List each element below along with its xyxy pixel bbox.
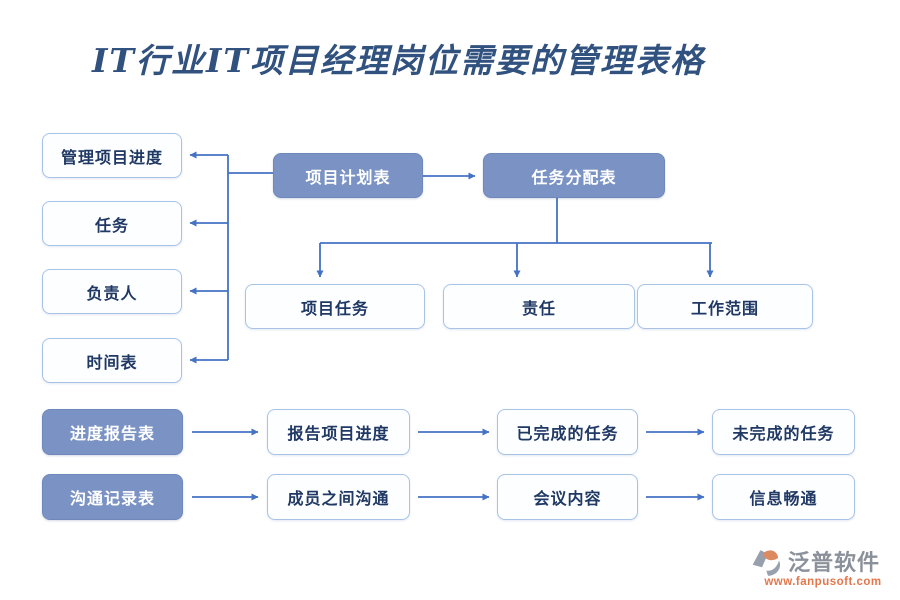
node-completed-tasks: 已完成的任务 bbox=[497, 409, 638, 455]
node-owner: 负责人 bbox=[42, 269, 182, 314]
node-comm-record-table: 沟通记录表 bbox=[42, 474, 183, 520]
brand-watermark: 泛普软件 www.fanpusoft.com bbox=[748, 546, 898, 596]
fanpu-logo-icon bbox=[752, 550, 781, 576]
node-manage-progress: 管理项目进度 bbox=[42, 133, 182, 178]
node-project-task: 项目任务 bbox=[245, 284, 425, 329]
node-work-scope: 工作范围 bbox=[637, 284, 813, 329]
node-task: 任务 bbox=[42, 201, 182, 246]
node-meeting-content: 会议内容 bbox=[497, 474, 638, 520]
brand-name: 泛普软件 bbox=[788, 550, 881, 575]
node-progress-report-table: 进度报告表 bbox=[42, 409, 183, 455]
page-title: IT行业IT项目经理岗位需要的管理表格 bbox=[92, 41, 705, 80]
node-schedule: 时间表 bbox=[42, 338, 182, 383]
node-project-plan-table: 项目计划表 bbox=[273, 153, 423, 198]
node-report-progress: 报告项目进度 bbox=[267, 409, 410, 455]
node-member-communication: 成员之间沟通 bbox=[267, 474, 410, 520]
node-task-assign-table: 任务分配表 bbox=[483, 153, 665, 198]
node-responsibility: 责任 bbox=[443, 284, 635, 329]
brand-url: www.fanpusoft.com bbox=[764, 576, 882, 588]
node-info-flow: 信息畅通 bbox=[712, 474, 855, 520]
node-uncompleted-tasks: 未完成的任务 bbox=[712, 409, 855, 455]
